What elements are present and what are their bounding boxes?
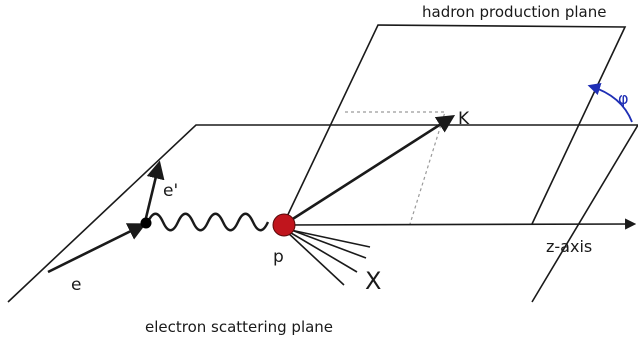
phi-label: φ	[618, 89, 629, 108]
virtual-photon	[146, 212, 270, 232]
scattered-electron-arrow	[143, 160, 165, 223]
remnant-lines	[285, 227, 371, 286]
proton-dot	[272, 213, 296, 237]
electron-scattering-plane	[7, 124, 638, 303]
kaon-arrow	[287, 115, 456, 224]
vertex-dot	[140, 217, 152, 229]
hadron-plane-label: hadron production plane	[422, 3, 606, 21]
proton-label: p	[273, 247, 284, 267]
hadron-production-plane	[282, 24, 627, 226]
electron-label: e	[71, 275, 81, 295]
electron-plane-label: electron scattering plane	[145, 318, 333, 336]
scattered-electron-label: e'	[163, 181, 178, 201]
projection-guide	[345, 111, 446, 225]
phi-angle-arc	[587, 82, 633, 123]
incoming-electron-arrow	[47, 223, 147, 274]
z-axis-label: z-axis	[546, 237, 592, 256]
kaon-label: K	[458, 109, 470, 129]
remnant-label: X	[365, 267, 381, 295]
z-axis-line	[282, 218, 637, 230]
